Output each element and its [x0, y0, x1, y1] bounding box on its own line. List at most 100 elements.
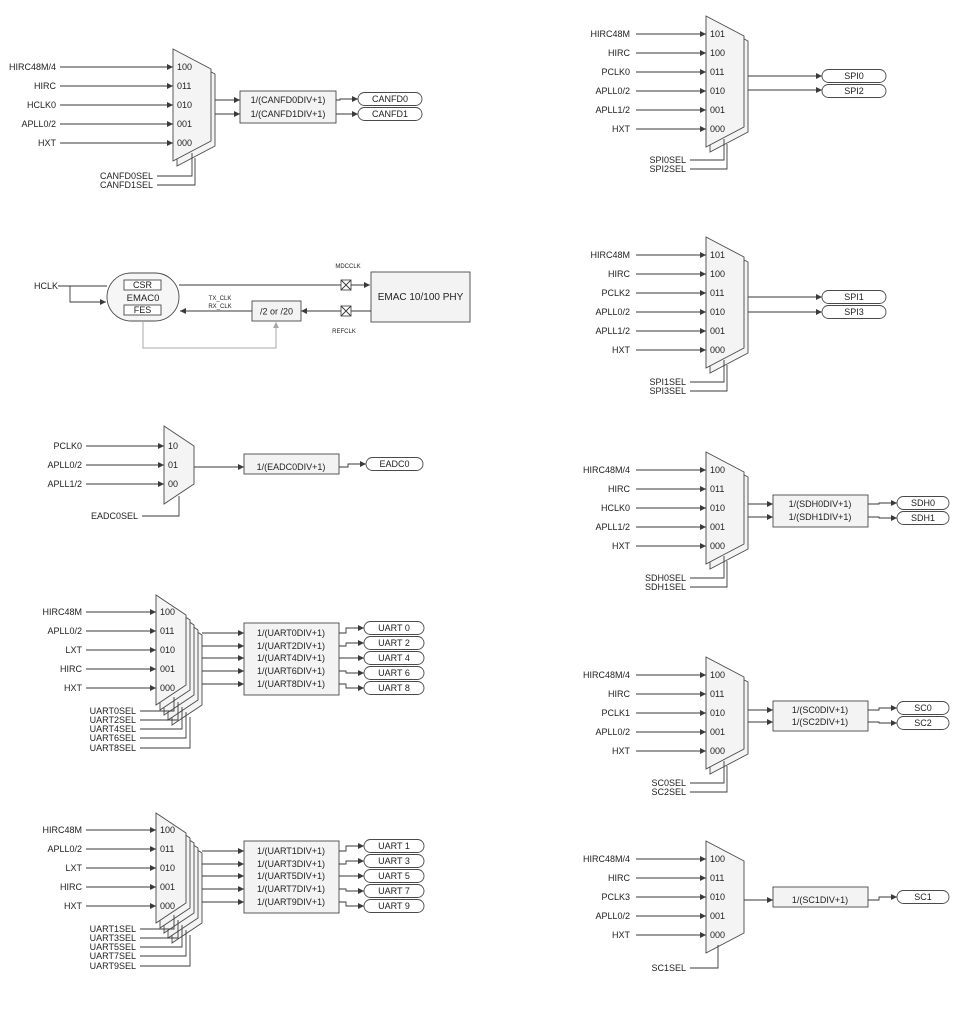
fes-control-wire: [142, 321, 279, 349]
select-code: 001: [710, 911, 725, 921]
select-code: 010: [710, 307, 725, 317]
multiplexer: [705, 236, 745, 369]
select-label: UART7SEL: [90, 951, 136, 961]
output-clock-pill: [896, 890, 950, 904]
select-code: 010: [177, 100, 192, 110]
select-label: UART3SEL: [90, 933, 136, 943]
select-wire: [140, 717, 191, 749]
input-label: HXT: [38, 138, 57, 148]
input-label: APLL0/2: [21, 119, 56, 129]
refclk-gate-x: [340, 305, 352, 317]
select-code: 001: [710, 326, 725, 336]
select-label: UART6SEL: [90, 733, 136, 743]
divider-label: 1/(SDH0DIV+1): [789, 499, 852, 509]
output-clock-label: CANFD0: [372, 94, 408, 104]
divider-label: 1/(UART9DIV+1): [257, 897, 325, 907]
input-label: PCLK2: [601, 288, 630, 298]
input-label: HIRC: [608, 269, 630, 279]
divider-box: [243, 840, 340, 914]
select-wire: [157, 153, 193, 177]
divider-label: 1/(UART5DIV+1): [257, 871, 325, 881]
select-code: 010: [160, 863, 175, 873]
input-label: PCLK0: [53, 441, 82, 451]
input-label: APLL1/2: [595, 326, 630, 336]
select-wire: [690, 945, 719, 969]
rx-clk-label: RX_CLK: [208, 304, 231, 310]
select-label: SC0SEL: [651, 778, 686, 788]
output-clock-label: UART 6: [378, 668, 410, 678]
input-label: HIRC: [608, 48, 630, 58]
input-label: HXT: [612, 541, 631, 551]
output-clock-label: SC1: [914, 892, 932, 902]
output-clock-pill: [363, 666, 425, 680]
select-wire: [140, 925, 183, 948]
select-wire: [142, 496, 180, 517]
input-label: HIRC: [34, 81, 56, 91]
select-label: EADC0SEL: [91, 511, 138, 521]
input-label: APLL0/2: [47, 460, 82, 470]
select-label: SC1SEL: [651, 963, 686, 973]
input-label: HXT: [612, 746, 631, 756]
output-wire: [339, 683, 364, 691]
input-label: HXT: [612, 345, 631, 355]
output-clock-label: SPI2: [844, 86, 864, 96]
select-wire: [140, 930, 187, 957]
hclk-label: HCLK: [34, 281, 58, 291]
divider-label: 1/(UART3DIV+1): [257, 859, 325, 869]
csr-label: CSR: [133, 280, 153, 290]
select-wire: [140, 707, 183, 730]
output-clock-pill: [357, 92, 423, 106]
select-label: SPI3SEL: [649, 386, 686, 396]
output-clock-pill: [363, 854, 425, 868]
input-label: APLL0/2: [595, 307, 630, 317]
divider-label: 1/(UART6DIV+1): [257, 666, 325, 676]
output-wire: [339, 461, 366, 468]
input-label: APLL1/2: [595, 105, 630, 115]
select-code: 100: [710, 465, 725, 475]
output-clock-pill: [896, 701, 950, 715]
select-code: 001: [177, 119, 192, 129]
select-code: 000: [710, 930, 725, 940]
input-label: HIRC: [60, 664, 82, 674]
select-code: 001: [710, 105, 725, 115]
input-label: LXT: [65, 645, 82, 655]
select-code: 011: [160, 626, 174, 636]
output-clock-label: UART 3: [378, 856, 410, 866]
select-code: 001: [710, 727, 725, 737]
select-label: UART8SEL: [90, 743, 136, 753]
divider-label: 1/(UART7DIV+1): [257, 884, 325, 894]
mdcclk-gate-x: [340, 279, 352, 291]
input-label: APLL0/2: [47, 844, 82, 854]
select-code: 010: [710, 892, 725, 902]
divider-label: 1/(UART0DIV+1): [257, 628, 325, 638]
select-label: SPI0SEL: [649, 155, 686, 165]
output-clock-pill: [363, 651, 425, 665]
select-code: 011: [710, 484, 724, 494]
output-wire: [868, 894, 897, 901]
output-wire: [339, 858, 364, 865]
select-wire: [140, 920, 179, 939]
select-wire: [140, 697, 175, 712]
select-code: 010: [710, 86, 725, 96]
hclk-branch-wire: [69, 286, 106, 305]
output-clock-pill: [821, 69, 887, 83]
select-code: 000: [710, 124, 725, 134]
select-code: 100: [177, 62, 192, 72]
select-code: 000: [160, 683, 175, 693]
input-label: HCLK0: [27, 100, 56, 110]
select-code: 100: [160, 825, 175, 835]
divider-box: [772, 886, 869, 908]
select-code: 000: [177, 138, 192, 148]
divider-box: [239, 90, 337, 124]
select-code: 011: [710, 67, 724, 77]
output-clock-pill: [896, 496, 950, 510]
output-clock-pill: [363, 899, 425, 913]
divider-label: 1/(UART1DIV+1): [257, 846, 325, 856]
input-label: PCLK3: [601, 892, 630, 902]
divider-label: 1/(SC0DIV+1): [792, 705, 848, 715]
multiplexer: [155, 594, 187, 706]
